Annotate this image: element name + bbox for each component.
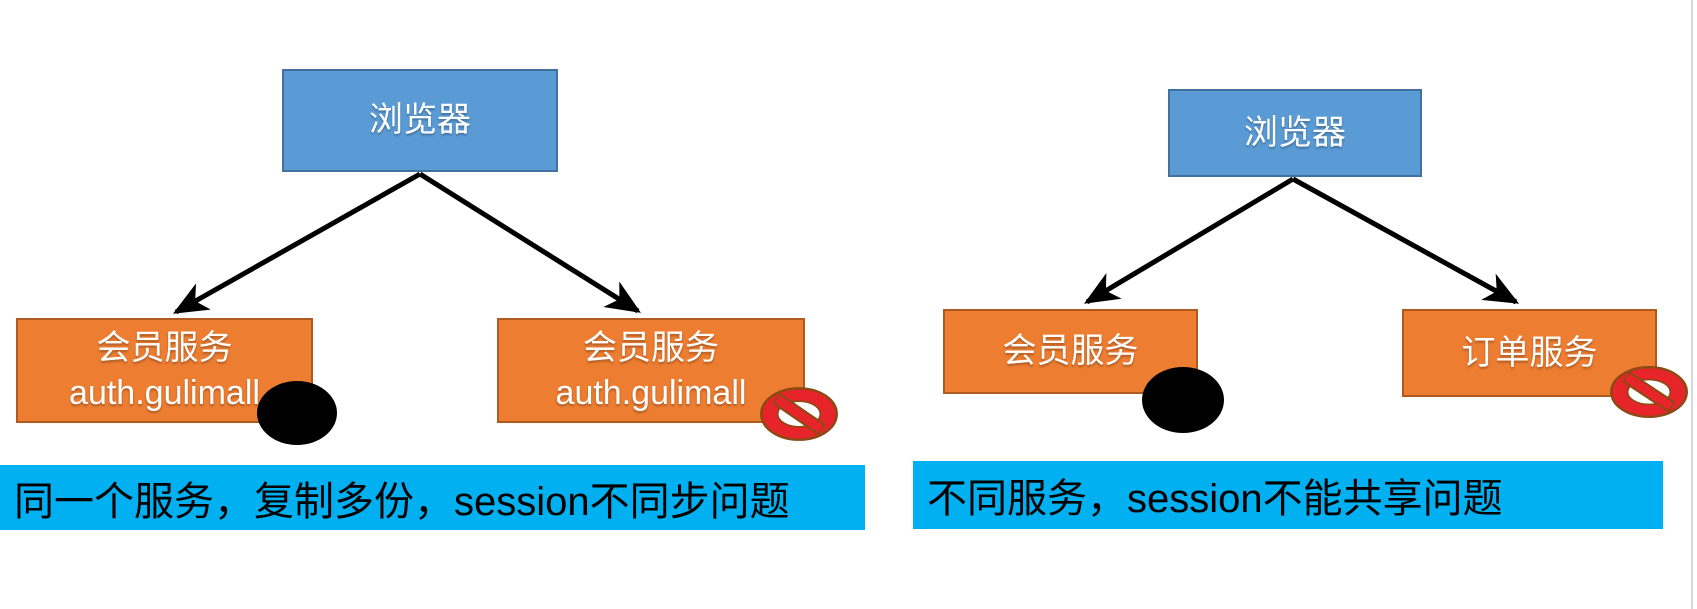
arrow-right-1 (1083, 176, 1295, 305)
right-service-2-title: 订单服务 (1461, 333, 1598, 372)
arrow-right-2 (1291, 176, 1520, 305)
right-browser-box: 浏览器 (1168, 89, 1422, 177)
black-ellipse-marker (257, 381, 337, 445)
slide-edge-line (1691, 0, 1693, 609)
left-caption-text: 同一个服务，复制多份，session不同步问题 (14, 479, 790, 524)
right-caption-banner: 不同服务，session不能共享问题 (913, 461, 1663, 529)
left-browser-box: 浏览器 (282, 69, 558, 172)
right-browser-label: 浏览器 (1244, 113, 1346, 152)
left-browser-label: 浏览器 (369, 101, 471, 140)
no-entry-icon (758, 385, 840, 443)
left-service-2-subtitle: auth.gulimall (555, 373, 747, 412)
arrow-left-1 (172, 171, 422, 315)
left-service-box-1: 会员服务 auth.gulimall (16, 318, 313, 423)
left-service-2-title: 会员服务 (583, 328, 719, 367)
left-service-1-title: 会员服务 (96, 328, 233, 367)
arrow-left-2 (418, 171, 641, 314)
left-caption-banner: 同一个服务，复制多份，session不同步问题 (0, 465, 865, 530)
right-service-1-title: 会员服务 (1002, 332, 1139, 371)
left-service-1-subtitle: auth.gulimall (69, 373, 260, 412)
left-service-box-2: 会员服务 auth.gulimall (497, 318, 805, 423)
no-entry-icon (1608, 364, 1690, 420)
black-ellipse-marker (1142, 367, 1224, 433)
right-caption-text: 不同服务，session不能共享问题 (927, 477, 1503, 521)
